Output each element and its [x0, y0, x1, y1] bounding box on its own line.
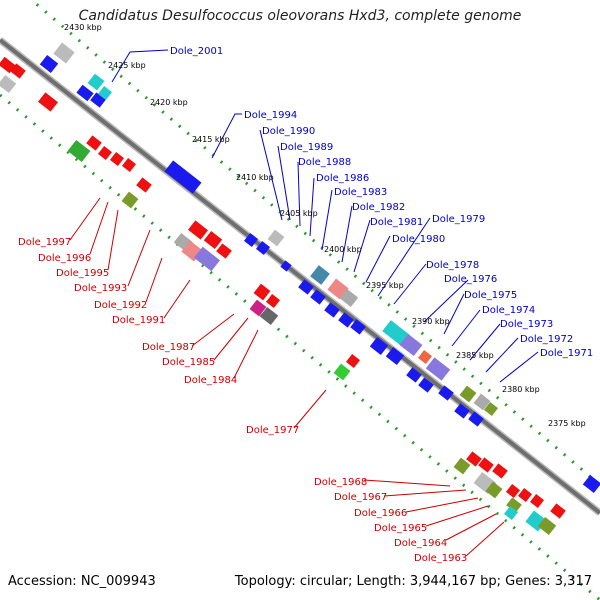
backbone [0, 37, 600, 516]
gene-label: Dole_1992 [94, 300, 147, 311]
gene-label: Dole_1983 [334, 187, 387, 198]
reverse-genes [0, 56, 566, 536]
gene-label: Dole_1968 [314, 477, 367, 488]
gene-label: Dole_1989 [280, 142, 333, 153]
gene-label: Dole_1991 [112, 315, 165, 326]
kbp-label: 2415 kbp [192, 135, 230, 144]
gene-label: Dole_1971 [540, 348, 593, 359]
forward-leaders [111, 49, 539, 383]
kbp-label: 2390 kbp [412, 317, 450, 326]
gene-label: Dole_1987 [142, 342, 195, 353]
gene-label: Dole_1976 [444, 274, 497, 285]
kbp-ticks: 2430 kbp 2425 kbp 2420 kbp 2415 kbp 2410… [64, 23, 586, 428]
gene-label: Dole_1967 [334, 492, 387, 503]
gene-label: Dole_1986 [316, 173, 369, 184]
kbp-label: 2410 kbp [236, 173, 274, 182]
gene-label: Dole_1977 [246, 425, 299, 436]
kbp-label: 2425 kbp [108, 61, 146, 70]
forward-gene-labels: Dole_2001 Dole_1994 Dole_1990 Dole_1989 … [170, 46, 593, 359]
kbp-label: 2395 kbp [366, 281, 404, 290]
gene-label: Dole_1990 [262, 126, 315, 137]
gene-label: Dole_1994 [244, 110, 297, 121]
gene-label: Dole_1966 [354, 508, 407, 519]
gene-label: Dole_1973 [500, 319, 553, 330]
gene-label: Dole_1981 [370, 217, 423, 228]
kbp-label: 2420 kbp [150, 98, 188, 107]
gene-label: Dole_1984 [184, 375, 237, 386]
reverse-leaders [69, 197, 505, 557]
genome-summary-text: Topology: circular; Length: 3,944,167 bp… [234, 574, 592, 589]
gene-label: Dole_1974 [482, 305, 535, 316]
kbp-label: 2380 kbp [502, 385, 540, 394]
gene-label: Dole_1996 [38, 253, 91, 264]
kbp-label: 2385 kbp [456, 351, 494, 360]
gene-label: Dole_1972 [520, 334, 573, 345]
gene-label: Dole_1982 [352, 202, 405, 213]
gene-label: Dole_1997 [18, 237, 71, 248]
kbp-label: 2375 kbp [548, 419, 586, 428]
gene-label: Dole_1975 [464, 290, 517, 301]
kbp-label: 2400 kbp [324, 245, 362, 254]
page-title: Candidatus Desulfococcus oleovorans Hxd3… [78, 8, 522, 24]
kbp-label: 2405 kbp [280, 209, 318, 218]
gene-label: Dole_1979 [432, 214, 485, 225]
forward-genes [39, 42, 600, 494]
kbp-label: 2430 kbp [64, 23, 102, 32]
gene-label: Dole_1964 [394, 538, 447, 549]
gene-label: Dole_1993 [74, 283, 127, 294]
gene-label: Dole_1988 [298, 157, 351, 168]
reverse-gene-labels: Dole_1997 Dole_1996 Dole_1995 Dole_1993 … [18, 237, 467, 564]
gene-label: Dole_1985 [162, 357, 215, 368]
gene-label: Dole_2001 [170, 46, 223, 57]
gene-label: Dole_1963 [414, 553, 467, 564]
gene-label: Dole_1995 [56, 268, 109, 279]
accession-text: Accession: NC_009943 [8, 574, 156, 589]
gene-label: Dole_1965 [374, 523, 427, 534]
gene-label: Dole_1978 [426, 260, 479, 271]
gene-label: Dole_1980 [392, 234, 445, 245]
